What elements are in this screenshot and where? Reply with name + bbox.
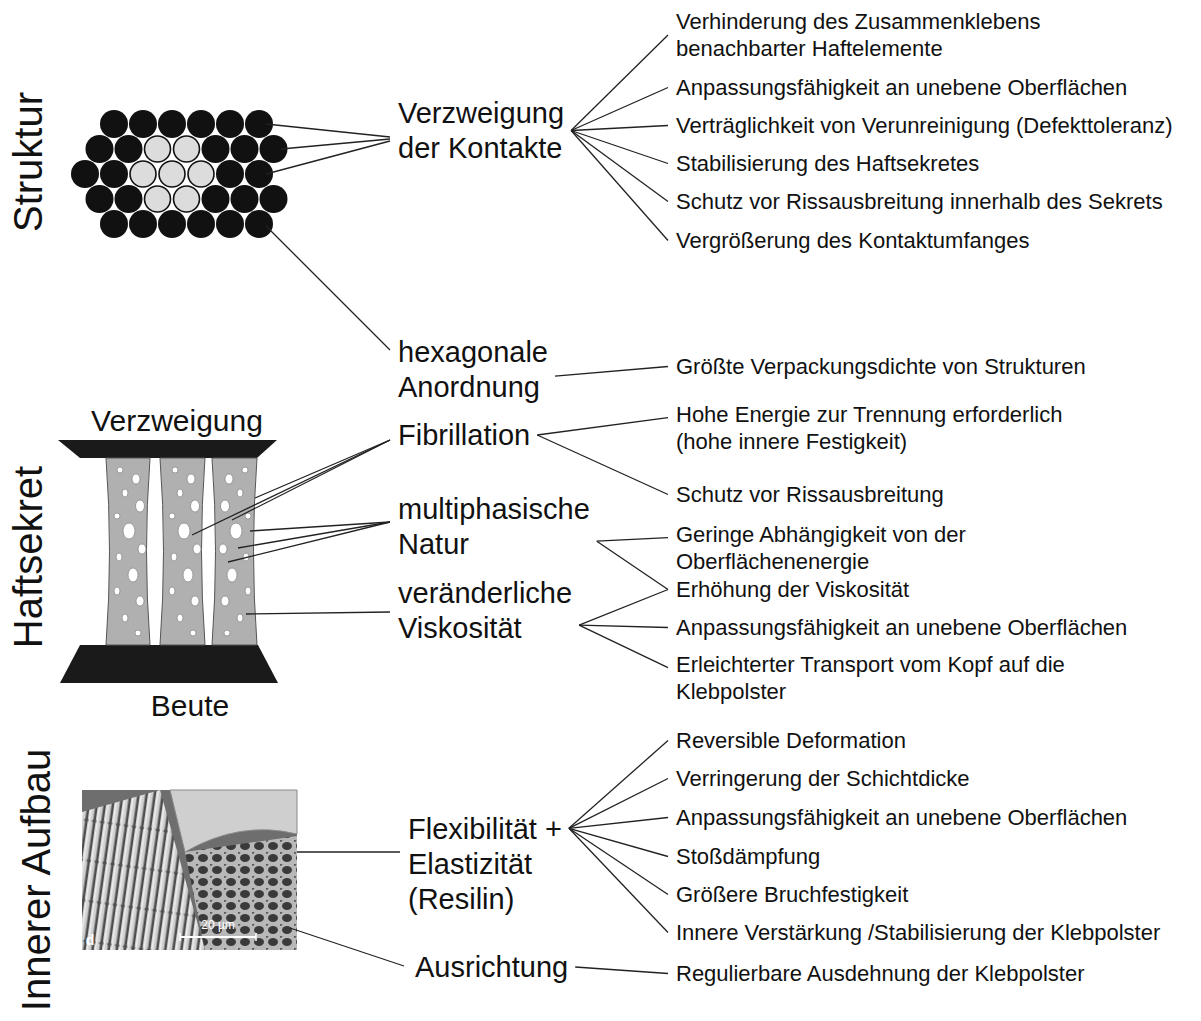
feature-node: multiphasische Natur	[398, 492, 608, 562]
benefit-node: Vergrößerung des Kontaktumfanges	[676, 227, 1029, 254]
feature-node: Ausrichtung	[415, 950, 568, 985]
connector-line	[571, 88, 668, 131]
benefit-text: Vergrößerung des Kontaktumfanges	[676, 228, 1029, 253]
leader-lines	[290, 852, 404, 966]
benefit-text: Stoßdämpfung	[676, 844, 820, 869]
benefit-node: Innere Verstärkung /Stabilisierung der K…	[676, 919, 1160, 946]
feature-node: Flexibilität + Elastizität (Resilin)	[408, 812, 578, 917]
benefit-node: Schutz vor Rissausbreitung innerhalb des…	[676, 188, 1163, 215]
connector-line	[597, 538, 668, 542]
benefit-node: Regulierbare Ausdehnung der Klebpolster	[676, 960, 1085, 987]
connector-line	[571, 131, 668, 202]
connector-line	[571, 126, 668, 131]
connector-line	[575, 967, 668, 974]
hex-contacts	[71, 110, 288, 238]
benefit-text: Verträglichkeit von Verunreinigung (Defe…	[676, 113, 1173, 138]
benefit-text: Innere Verstärkung /Stabilisierung der K…	[676, 920, 1160, 945]
feature-text: veränderliche Viskosität	[398, 577, 572, 644]
benefit-text: Verhinderung des Zusammenklebens benachb…	[676, 9, 1040, 61]
benefit-node: Anpassungsfähigkeit an unebene Oberfläch…	[676, 804, 1127, 831]
section-label: Innerer Aufbau	[16, 749, 56, 1011]
benefit-node: Stoßdämpfung	[676, 843, 820, 870]
benefit-node: Anpassungsfähigkeit an unebene Oberfläch…	[676, 74, 1127, 101]
section-label: Haftsekret	[8, 466, 48, 648]
connector-line	[537, 435, 668, 495]
feature-text: Flexibilität + Elastizität (Resilin)	[408, 813, 562, 915]
benefit-node: Verhinderung des Zusammenklebens benachb…	[676, 8, 1176, 62]
plate-label: Verzweigung	[91, 406, 263, 436]
connector-line	[569, 828, 668, 932]
benefit-node: Erleichterter Transport vom Kopf auf die…	[676, 651, 1116, 705]
feature-text: multiphasische Natur	[398, 493, 590, 560]
benefit-node: Größere Bruchfestigkeit	[676, 881, 908, 908]
connector-line	[579, 590, 668, 626]
benefit-text: Erhöhung der Viskosität	[676, 577, 909, 602]
benefit-node: Verträglichkeit von Verunreinigung (Defe…	[676, 112, 1173, 139]
feature-text: Fibrillation	[398, 419, 530, 451]
benefit-node: Verringerung der Schichtdicke	[676, 765, 970, 792]
benefit-text: Reversible Deformation	[676, 728, 906, 753]
secretion-figure	[58, 440, 278, 683]
benefit-text: Größte Verpackungsdichte von Strukturen	[676, 354, 1086, 379]
benefit-node: Reversible Deformation	[676, 727, 906, 754]
connector-line	[569, 828, 668, 894]
benefit-node: Hohe Energie zur Trennung erforderlich (…	[676, 401, 1096, 455]
panel-letter: d	[86, 933, 95, 947]
benefit-text: Erleichterter Transport vom Kopf auf die…	[676, 652, 1065, 704]
benefit-text: Stabilisierung des Haftsekretes	[676, 151, 979, 176]
benefit-text: Anpassungsfähigkeit an unebene Oberfläch…	[676, 615, 1127, 640]
connector-line	[579, 625, 668, 627]
feature-node: Fibrillation	[398, 418, 530, 453]
feature-text: hexagonale Anordnung	[398, 336, 548, 403]
benefit-text: Schutz vor Rissausbreitung	[676, 482, 944, 507]
benefit-text: Anpassungsfähigkeit an unebene Oberfläch…	[676, 805, 1127, 830]
benefit-text: Größere Bruchfestigkeit	[676, 882, 908, 907]
connector-line	[597, 541, 668, 589]
connector-line	[537, 418, 668, 435]
benefit-text: Regulierbare Ausdehnung der Klebpolster	[676, 961, 1085, 986]
benefit-node: Anpassungsfähigkeit an unebene Oberfläch…	[676, 614, 1127, 641]
leader-lines	[192, 440, 390, 614]
feature-text: Ausrichtung	[415, 951, 568, 983]
leader-lines	[266, 124, 390, 350]
benefit-node: Größte Verpackungsdichte von Strukturen	[676, 353, 1086, 380]
scale-bar-label: 20 µm	[201, 919, 235, 931]
connector-line	[569, 741, 668, 829]
sem-micrograph	[82, 790, 297, 950]
feature-node: veränderliche Viskosität	[398, 576, 608, 646]
connector-line	[571, 131, 668, 241]
section-label: Struktur	[8, 92, 48, 232]
benefit-text: Geringe Abhängigkeit von der Oberflächen…	[676, 522, 966, 574]
benefit-node: Schutz vor Rissausbreitung	[676, 481, 944, 508]
benefit-node: Stabilisierung des Haftsekretes	[676, 150, 979, 177]
feature-node: Verzweigung der Kontakte	[398, 96, 608, 166]
connector-line	[569, 818, 668, 829]
feature-node: hexagonale Anordnung	[398, 335, 608, 405]
feature-text: Verzweigung der Kontakte	[398, 97, 564, 164]
benefit-text: Schutz vor Rissausbreitung innerhalb des…	[676, 189, 1163, 214]
connector-line	[569, 779, 668, 829]
connector-line	[555, 367, 668, 377]
benefit-node: Geringe Abhängigkeit von der Oberflächen…	[676, 521, 1016, 575]
benefit-node: Erhöhung der Viskosität	[676, 576, 909, 603]
benefit-text: Anpassungsfähigkeit an unebene Oberfläch…	[676, 75, 1127, 100]
plate-label: Beute	[151, 691, 229, 721]
benefit-text: Verringerung der Schichtdicke	[676, 766, 970, 791]
benefit-text: Hohe Energie zur Trennung erforderlich (…	[676, 402, 1062, 454]
connector-line	[579, 625, 668, 667]
connector-line	[571, 35, 668, 131]
connector-line	[569, 828, 668, 856]
